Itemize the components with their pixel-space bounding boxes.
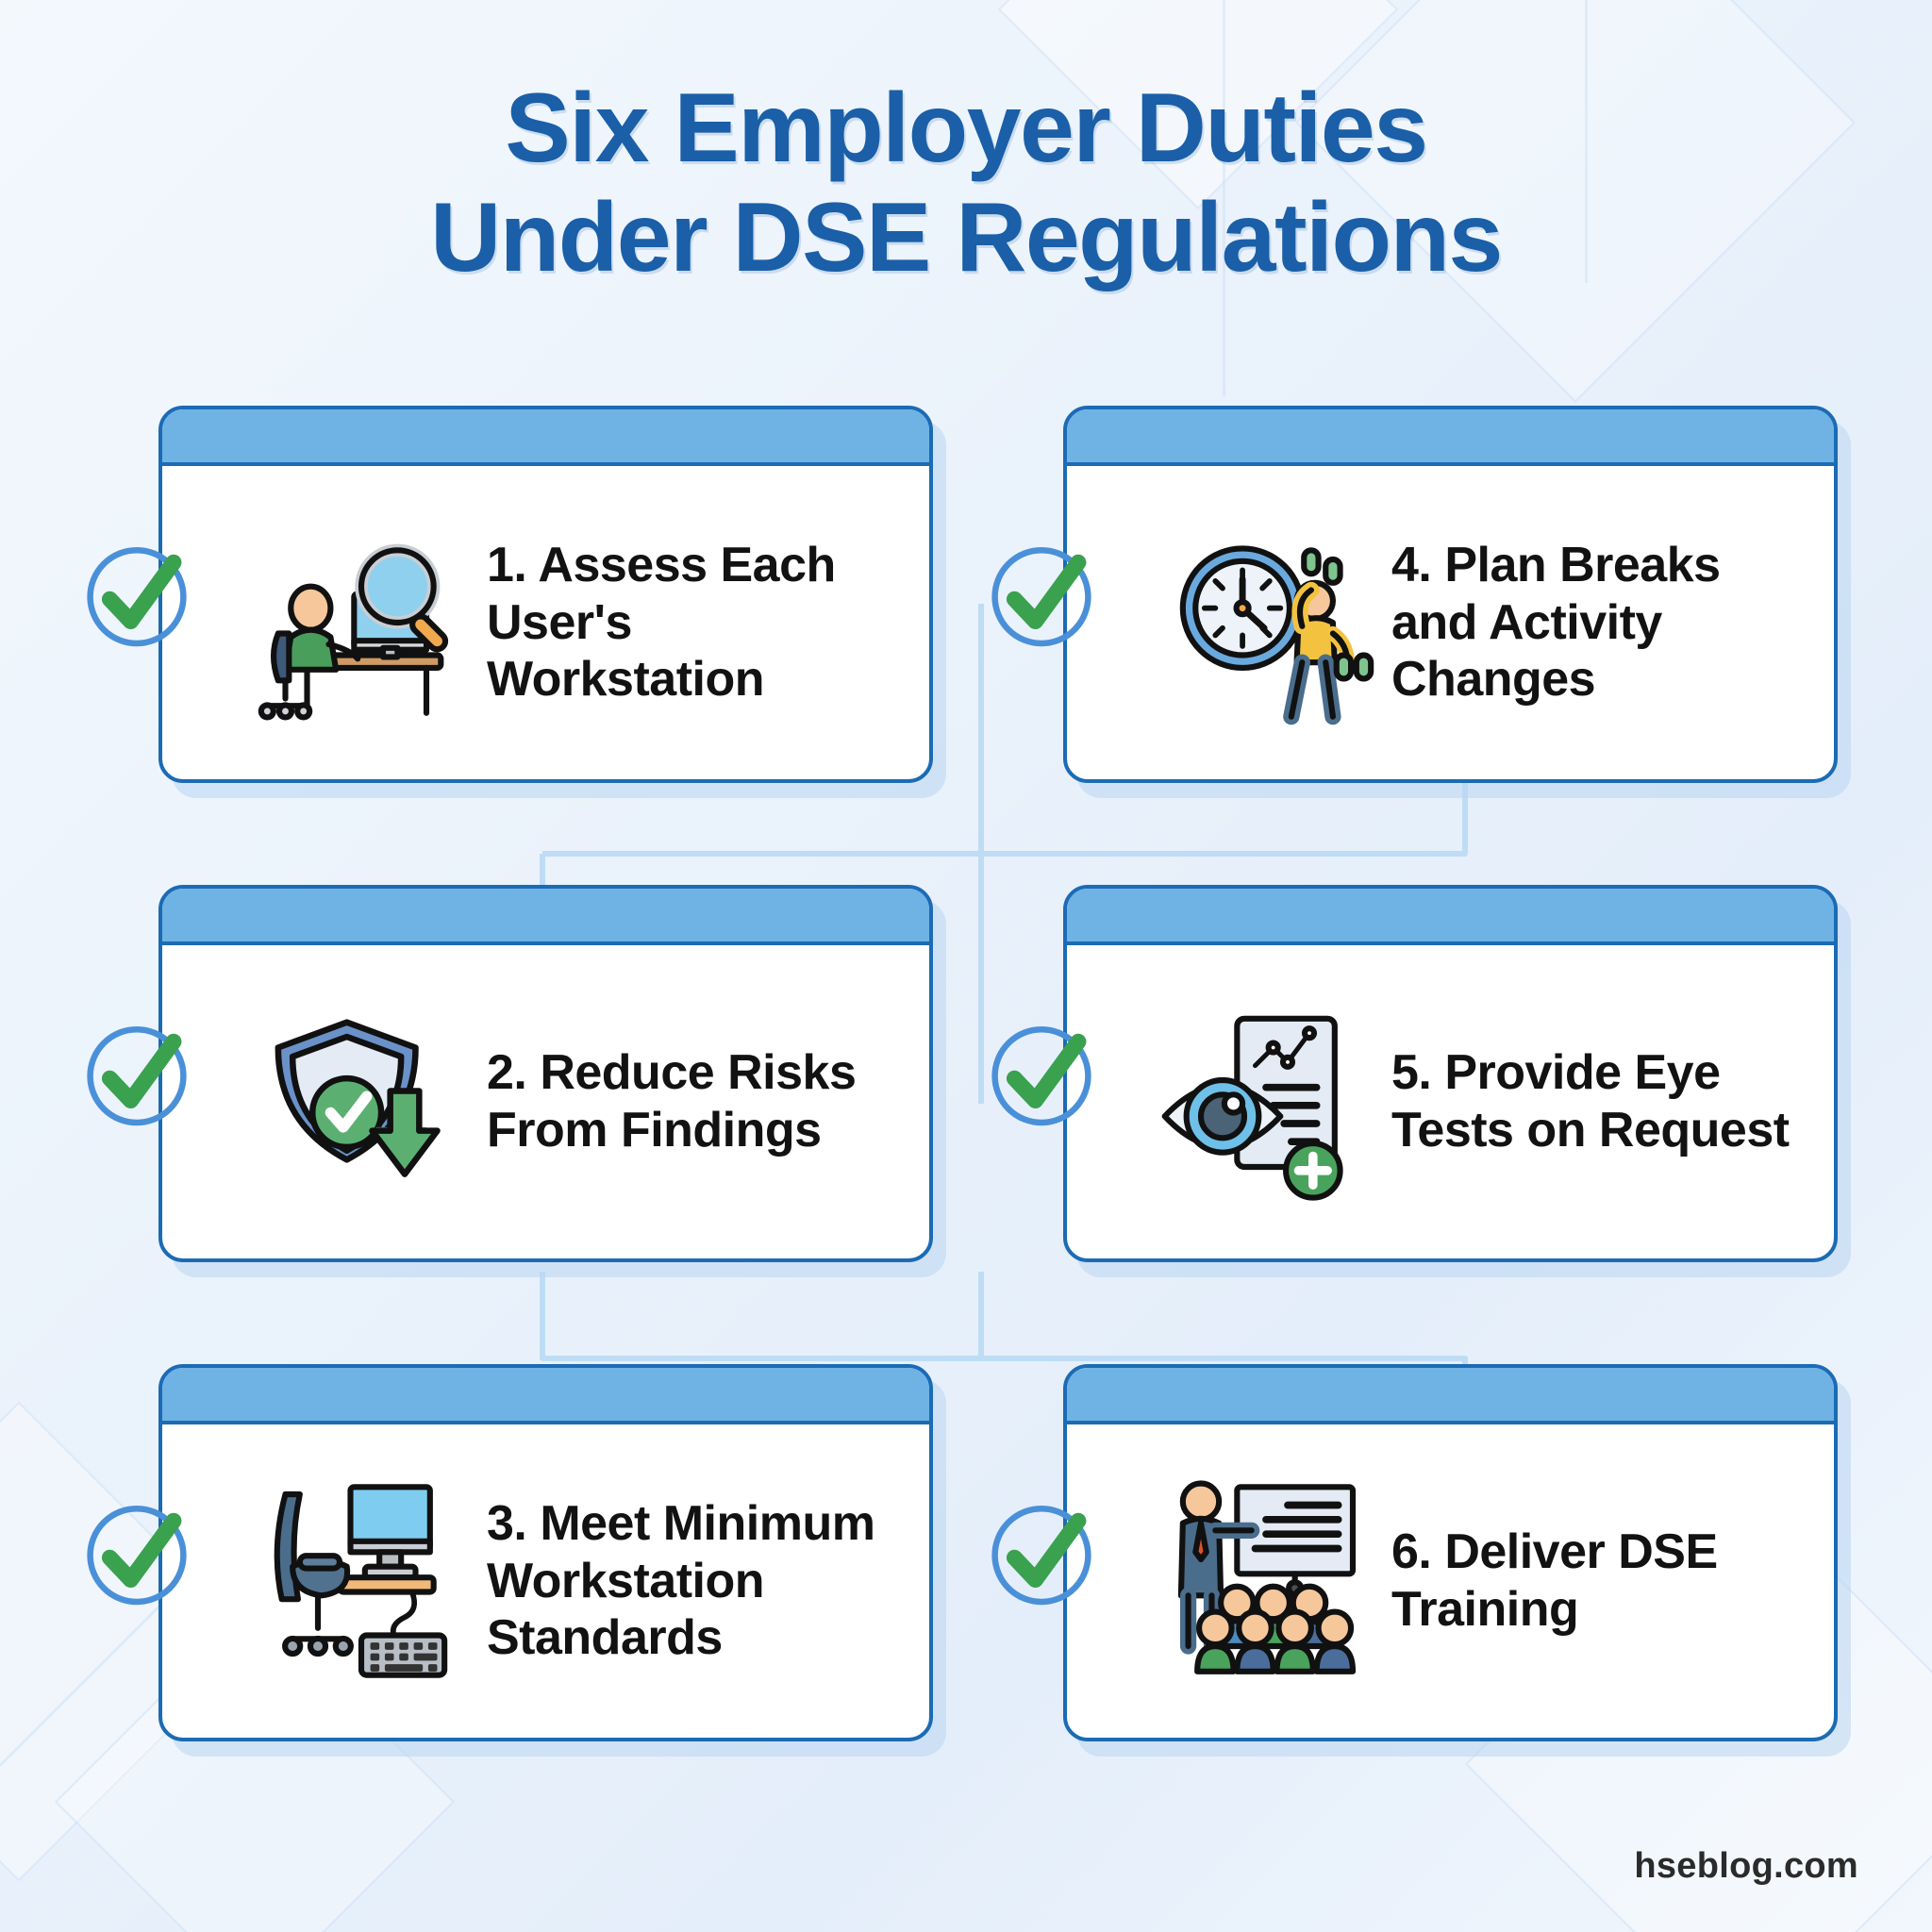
card-slot-5: 5. Provide Eye Tests on Request bbox=[991, 885, 1838, 1262]
card-body-4: 4. Plan Breaks and Activity Changes bbox=[1067, 466, 1834, 779]
card-slot-4: 4. Plan Breaks and Activity Changes bbox=[991, 406, 1838, 783]
footer-watermark: hseblog.com bbox=[1634, 1846, 1858, 1886]
card-body-5: 5. Provide Eye Tests on Request bbox=[1067, 945, 1834, 1258]
clock-stretching-person-icon bbox=[1158, 514, 1374, 731]
card-slot-6: 6. Deliver DSE Training bbox=[991, 1364, 1838, 1741]
title-line-1: Six Employer Duties bbox=[505, 74, 1428, 183]
green-check-icon-2 bbox=[75, 1012, 198, 1135]
card-header-bar-2 bbox=[162, 889, 929, 945]
card-slot-1: 1. Assess Each User's Workstation bbox=[87, 406, 933, 783]
card-slot-2: 2. Reduce Risks From Findings bbox=[87, 885, 933, 1262]
card-header-bar-4 bbox=[1067, 409, 1834, 466]
card-header-bar-5 bbox=[1067, 889, 1834, 945]
eye-chart-plus-icon bbox=[1158, 993, 1374, 1210]
title-line-2: Under DSE Regulations bbox=[430, 183, 1503, 293]
duty-card-5[interactable]: 5. Provide Eye Tests on Request bbox=[1063, 885, 1838, 1262]
green-check-icon-1 bbox=[75, 533, 198, 656]
chair-monitor-keyboard-icon bbox=[253, 1473, 470, 1690]
duty-card-4[interactable]: 4. Plan Breaks and Activity Changes bbox=[1063, 406, 1838, 783]
card-row-3: 3. Meet Minimum Workstation Standards bbox=[87, 1364, 1838, 1741]
green-check-icon-4 bbox=[980, 533, 1103, 656]
green-check-icon-3 bbox=[75, 1491, 198, 1614]
person-at-workstation-magnifier-icon bbox=[253, 514, 470, 731]
card-body-2: 2. Reduce Risks From Findings bbox=[162, 945, 929, 1258]
page-title: Six Employer Duties Under DSE Regulation… bbox=[0, 74, 1932, 293]
card-body-3: 3. Meet Minimum Workstation Standards bbox=[162, 1424, 929, 1738]
duty-card-3[interactable]: 3. Meet Minimum Workstation Standards bbox=[158, 1364, 933, 1741]
card-row-2: 2. Reduce Risks From Findings bbox=[87, 885, 1838, 1262]
trainer-whiteboard-audience-icon bbox=[1158, 1473, 1374, 1690]
card-body-6: 6. Deliver DSE Training bbox=[1067, 1424, 1834, 1738]
duties-grid: 1. Assess Each User's Workstation bbox=[87, 406, 1838, 1843]
card-text-5: 5. Provide Eye Tests on Request bbox=[1391, 1045, 1790, 1158]
card-header-bar-6 bbox=[1067, 1368, 1834, 1424]
card-header-bar-1 bbox=[162, 409, 929, 466]
duty-card-1[interactable]: 1. Assess Each User's Workstation bbox=[158, 406, 933, 783]
bg-decor-line-1 bbox=[1223, 0, 1225, 396]
card-text-6: 6. Deliver DSE Training bbox=[1391, 1524, 1718, 1637]
duty-card-2[interactable]: 2. Reduce Risks From Findings bbox=[158, 885, 933, 1262]
card-row-1: 1. Assess Each User's Workstation bbox=[87, 406, 1838, 783]
green-check-icon-6 bbox=[980, 1491, 1103, 1614]
card-text-1: 1. Assess Each User's Workstation bbox=[487, 537, 836, 708]
card-text-3: 3. Meet Minimum Workstation Standards bbox=[487, 1495, 875, 1666]
bg-decor-line-2 bbox=[1585, 0, 1588, 283]
card-slot-3: 3. Meet Minimum Workstation Standards bbox=[87, 1364, 933, 1741]
card-header-bar-3 bbox=[162, 1368, 929, 1424]
duty-card-6[interactable]: 6. Deliver DSE Training bbox=[1063, 1364, 1838, 1741]
card-body-1: 1. Assess Each User's Workstation bbox=[162, 466, 929, 779]
shield-check-down-arrow-icon bbox=[253, 993, 470, 1210]
card-text-4: 4. Plan Breaks and Activity Changes bbox=[1391, 537, 1721, 708]
green-check-icon-5 bbox=[980, 1012, 1103, 1135]
card-text-2: 2. Reduce Risks From Findings bbox=[487, 1045, 857, 1158]
